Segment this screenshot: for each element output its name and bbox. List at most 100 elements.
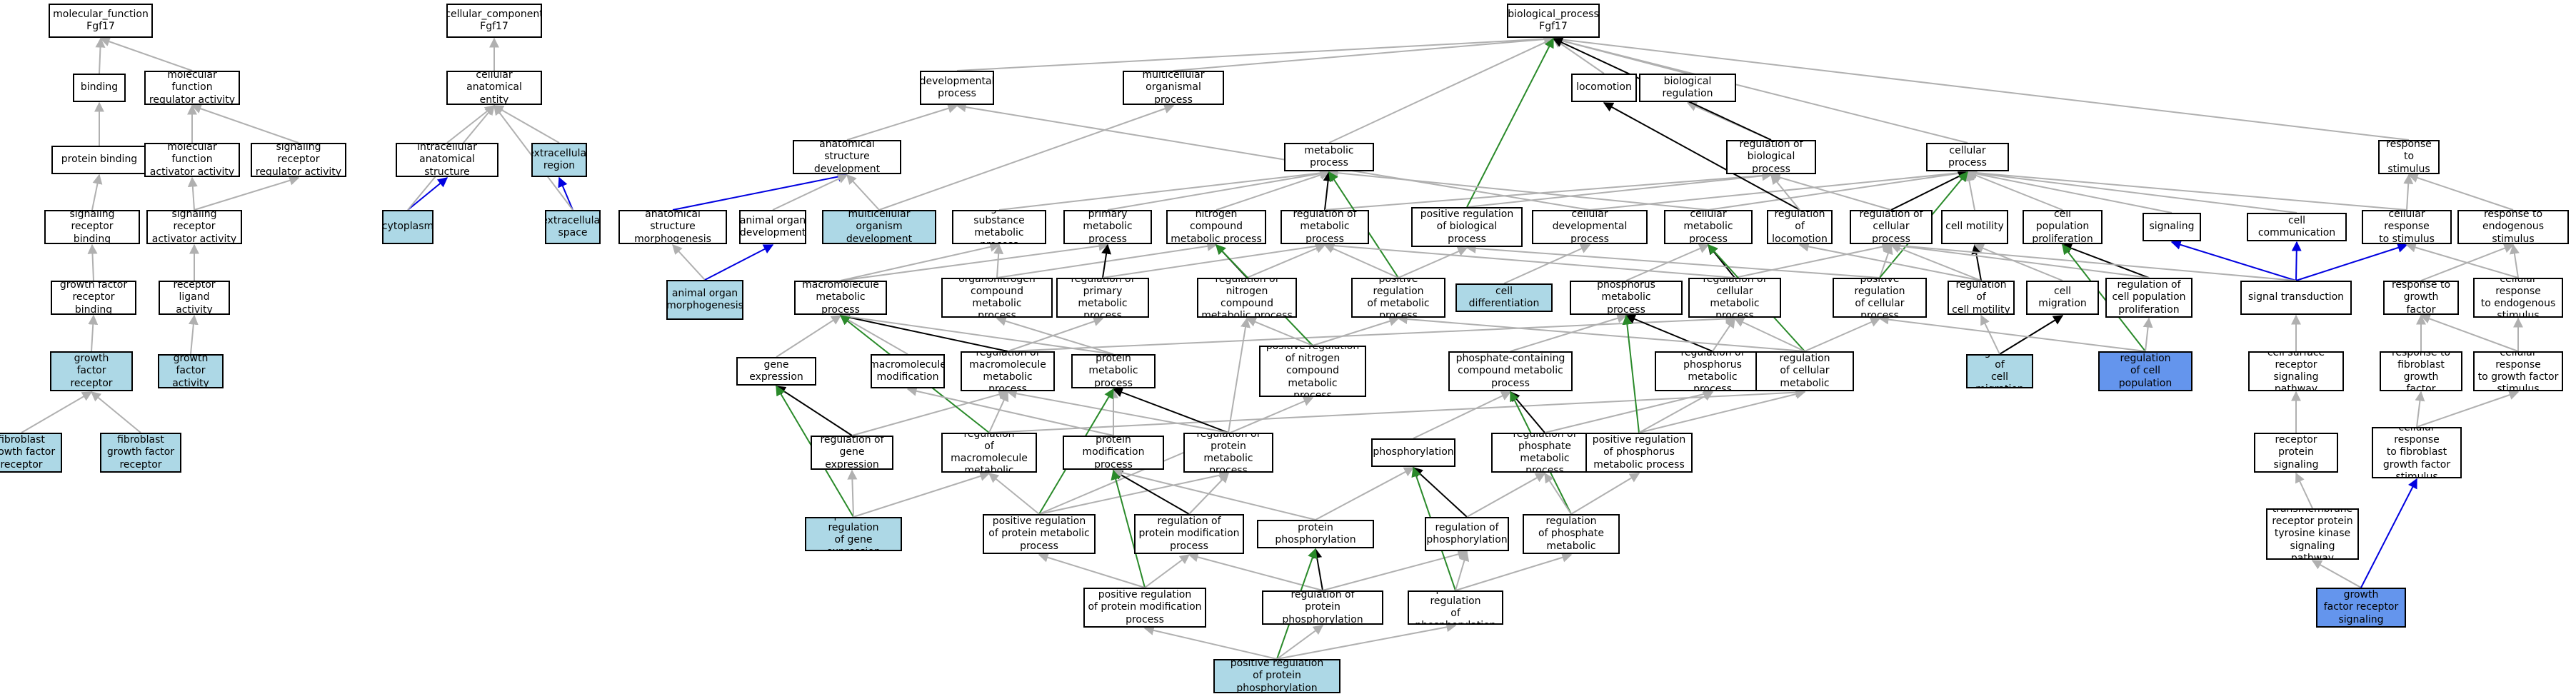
go-term-pos-reg-protein-phos: positive regulation of protein phosphory… [1213, 659, 1340, 693]
edge-is-a [91, 174, 103, 211]
go-term-reg-cell-met: regulation of cellular metabolic process [1688, 278, 1781, 318]
edge-regulates [839, 312, 1008, 352]
edge-is-a [1465, 243, 1880, 278]
go-term-phosphorus-met: phosphorus metabolic process [1570, 281, 1683, 315]
edge-is-a [2311, 560, 2362, 588]
edge-is-a [1966, 168, 2297, 213]
edge-part-of [2295, 243, 2408, 281]
edge-is-a [1007, 316, 1104, 352]
edge-is-a [1890, 241, 2297, 281]
go-term-reg-cell-proc: regulation of cellular process [1850, 210, 1933, 244]
go-term-enzyme-linked: enzyme-linked receptor protein signaling… [2254, 433, 2338, 473]
edge-is-a [1322, 549, 1468, 591]
go-term-type1: type 1 fibroblast growth factor receptor… [0, 433, 62, 473]
edge-is-a [993, 243, 1004, 278]
go-term-fgfr-pathway: fibroblast growth factor receptor signal… [2316, 588, 2406, 628]
edge-is-a [1638, 391, 1714, 433]
edge-regulates [1999, 315, 2064, 355]
go-term-mf-root: molecular_function Fgf17 [49, 4, 153, 38]
edge-is-a [906, 386, 1114, 436]
edge-is-a [1173, 34, 1555, 71]
edge-is-a [1552, 36, 1968, 144]
edge-is-a [1455, 553, 1573, 591]
go-term-bp-root: biological_process Fgf17 [1507, 4, 1600, 38]
edge-part-of [407, 177, 448, 211]
edge-is-a [1006, 388, 1229, 433]
go-term-intracell: intracellular anatomical structure [396, 143, 498, 177]
edge-is-a [2407, 173, 2514, 211]
go-term-rtk: transmembrane receptor protein tyrosine … [2266, 508, 2359, 560]
edge-is-a [1246, 317, 1313, 346]
go-term-mf-activator: molecular function activator activity [144, 143, 240, 177]
edge-is-a [21, 391, 93, 433]
edge-is-a [2403, 174, 2414, 211]
edge-is-a [1544, 472, 1572, 515]
edge-part-of [2170, 240, 2297, 281]
go-term-pos-reg-phosphorylation: positive regulation of phosphorylation [1408, 590, 1503, 625]
edge-is-a [1315, 467, 1415, 521]
edge-is-a [1878, 314, 2146, 352]
go-term-pos-reg-met: positive regulation of metabolic process [1351, 278, 1445, 318]
edge-is-a [1007, 313, 1736, 352]
edge-is-a [99, 36, 193, 71]
edge-is-a [1734, 241, 1893, 278]
go-term-reg-phosphorus: regulation of phosphorus metabolic proce… [1655, 351, 1770, 391]
go-term-anat-dev: anatomical structure development [793, 140, 901, 174]
go-term-cc-root: cellular_component Fgf17 [446, 4, 542, 38]
edge-is-a [1398, 246, 1468, 278]
edge-is-a [1328, 37, 1555, 144]
go-term-macro-mod: macromolecule modification [871, 354, 945, 388]
edge-regulates [1890, 171, 1969, 211]
go-term-reg-phosphate: regulation of phosphate metabolic proces… [1491, 433, 1598, 473]
edge-is-a [187, 176, 198, 211]
edge-regulates [1312, 548, 1323, 591]
go-term-signaling: signaling [2143, 213, 2201, 241]
go-term-rec-ligand: receptor ligand activity [159, 281, 230, 315]
edge-is-a [1973, 243, 2063, 281]
edge-is-a [1510, 313, 1628, 352]
go-term-organo-met: organonitrogen compound metabolic proces… [941, 278, 1053, 318]
edge-regulates [1101, 243, 1112, 278]
edge-is-a [846, 104, 958, 141]
edge-is-a [988, 391, 1009, 433]
edge-is-a [1966, 168, 2407, 211]
go-term-cell-migration: cell migration [2026, 281, 2099, 315]
edge-is-a [1107, 169, 1330, 211]
edge-is-a [1397, 314, 1805, 352]
go-term-pos-reg-cell-pop: positive regulation of cell population p… [2098, 351, 2192, 391]
edge-is-a [1228, 317, 1251, 433]
edge-is-a [1890, 243, 1982, 281]
edge-is-a [2415, 391, 2425, 428]
edge-is-a [2143, 317, 2153, 352]
go-term-pos-reg-cell-met: positive regulation of cellular metaboli… [1755, 351, 1854, 391]
edge-is-a [194, 176, 300, 211]
edge-is-a [1890, 241, 2150, 278]
edge-is-a [846, 174, 880, 211]
edge-is-a [1276, 622, 1457, 660]
go-term-reg-protein-met: regulation of protein metabolic process [1183, 433, 1273, 473]
edge-is-a [1966, 169, 2172, 213]
edge-is-a [840, 241, 1001, 281]
edge-is-a [996, 316, 1114, 355]
go-term-multi-org-dev: multicellular organism development [822, 210, 936, 244]
edge-is-a [1570, 473, 1640, 515]
go-term-animal-organ-morph: animal organ morphogenesis [666, 280, 743, 320]
edge-is-a [1798, 241, 1982, 281]
go-term-cell-resp-stim: cellular response to stimulus [2362, 210, 2452, 244]
edge-regulates [2061, 243, 2150, 278]
edge-is-a [1038, 553, 1146, 588]
go-term-reg-protein-mod: regulation of protein modification proce… [1134, 514, 1244, 554]
edge-is-a [1466, 171, 1773, 208]
go-term-pos-reg-nitrogen: positive regulation of nitrogen compound… [1259, 346, 1366, 397]
edge-regulates [1412, 467, 1468, 518]
edge-positively-regulates [2062, 243, 2146, 352]
edge-is-a [839, 311, 1114, 355]
edge-positively-regulates [1111, 469, 1146, 588]
edge-is-a [1966, 171, 2063, 211]
edge-is-a [2295, 472, 2313, 509]
go-term-reg-locomotion: regulation of locomotion [1767, 210, 1833, 244]
edge-is-a [1708, 168, 1969, 211]
go-term-pos-reg-protein-mod: positive regulation of protein modificat… [1083, 588, 1206, 628]
go-term-sig-rec-binding: signaling receptor binding [44, 210, 140, 244]
go-term-gf-activity: growth factor activity [158, 354, 224, 388]
